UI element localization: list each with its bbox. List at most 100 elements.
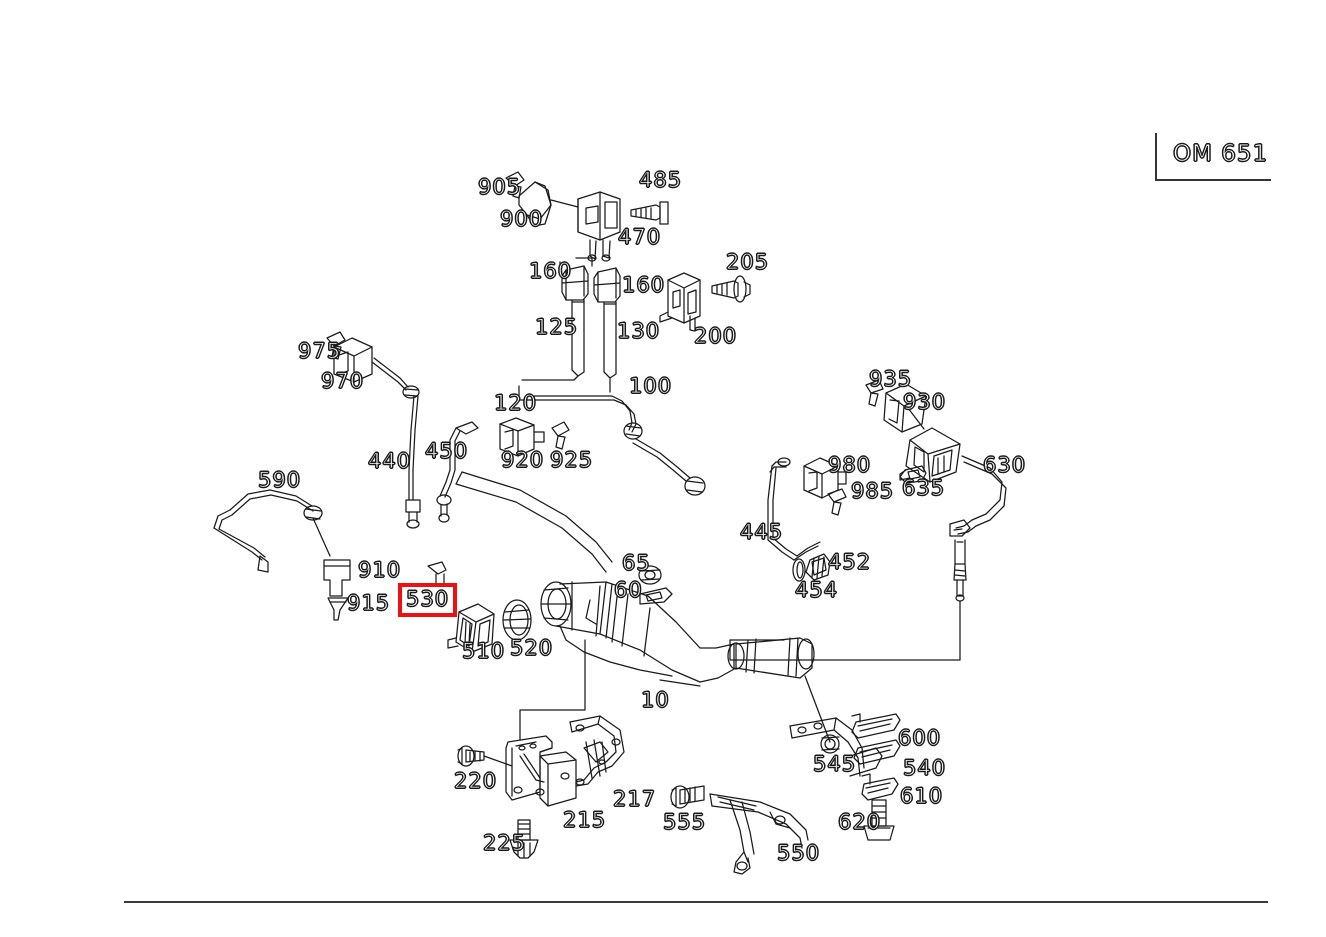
part-callout[interactable]: 520 (509, 636, 554, 660)
part-925-clip (551, 421, 570, 450)
part-callout[interactable]: 635 (901, 476, 946, 500)
part-555-bolt (670, 785, 705, 809)
part-510-clamp (447, 603, 495, 653)
part-callout[interactable]: 100 (628, 374, 673, 398)
part-452-gasket (805, 553, 831, 581)
part-callout[interactable]: 975 (297, 339, 342, 363)
part-callout[interactable]: 205 (725, 250, 770, 274)
leader-215 (519, 639, 586, 741)
engine-code-label: OM 651 (1172, 141, 1269, 168)
part-130-pipe (603, 301, 617, 379)
part-callout[interactable]: 450 (424, 439, 469, 463)
part-915-valve (327, 597, 349, 621)
part-callout[interactable]: 160 (528, 259, 573, 283)
leader-220 (483, 755, 513, 767)
part-620-bolt (863, 799, 895, 841)
part-callout[interactable]: 600 (897, 726, 942, 750)
part-635-nut (899, 465, 927, 484)
part-callout[interactable]: 220 (453, 769, 498, 793)
part-540-bar (853, 739, 901, 765)
part-470-injector (577, 191, 621, 262)
part-callout[interactable]: 905 (477, 175, 522, 199)
part-callout[interactable]: 590 (257, 468, 302, 492)
part-60-clip (639, 587, 673, 605)
part-215-bracket (505, 735, 577, 807)
part-440-cable (371, 357, 421, 529)
part-callout[interactable]: 545 (812, 752, 857, 776)
part-200-bracket (659, 272, 701, 332)
leader-930 (907, 407, 925, 430)
part-985-clip (827, 488, 847, 516)
part-callout[interactable]: 985 (850, 479, 895, 503)
part-220-bolt (457, 745, 513, 767)
part-callout[interactable]: 65 (622, 551, 651, 575)
part-975-clip (326, 331, 346, 360)
part-120-downpipe (455, 471, 613, 573)
leader-10 (659, 679, 701, 687)
part-callout[interactable]: 470 (617, 225, 662, 249)
part-callout[interactable]: 200 (693, 324, 738, 348)
part-910-valve (323, 559, 351, 597)
part-callout[interactable]: 555 (662, 810, 707, 834)
part-callout[interactable]: 980 (827, 453, 872, 477)
part-160-clamp-left (561, 265, 589, 301)
part-callout[interactable]: 10 (641, 688, 670, 712)
part-callout[interactable]: 925 (549, 448, 594, 472)
part-callout[interactable]: 130 (616, 319, 661, 343)
part-callout[interactable]: 920 (500, 448, 545, 472)
part-callout[interactable]: 510 (461, 639, 506, 663)
part-590-hose (213, 489, 323, 573)
part-callout-highlighted[interactable]: 530 (398, 583, 458, 617)
part-callout[interactable]: 915 (346, 591, 391, 615)
part-445-line (767, 457, 821, 561)
part-callout[interactable]: 930 (902, 390, 947, 414)
part-callout[interactable]: 620 (837, 810, 882, 834)
part-callout[interactable]: 970 (320, 369, 365, 393)
part-930-cap (883, 383, 927, 433)
part-callout[interactable]: 610 (899, 784, 944, 808)
part-callout[interactable]: 160 (621, 273, 666, 297)
part-935-clip (865, 379, 884, 407)
part-905-clip (505, 171, 525, 199)
part-callout[interactable]: 550 (776, 841, 821, 865)
part-550-hanger (709, 793, 809, 875)
part-callout[interactable]: 485 (638, 168, 683, 192)
part-630-sensor-cable (729, 455, 1007, 661)
part-callout[interactable]: 440 (367, 449, 412, 473)
part-450-bracket (436, 421, 479, 523)
part-callout[interactable]: 60 (614, 578, 643, 602)
part-10-dpf-body (540, 581, 815, 683)
part-callout[interactable]: 215 (562, 808, 607, 832)
part-callout[interactable]: 935 (868, 367, 913, 391)
part-217-bracket (569, 715, 625, 787)
part-100-line (518, 375, 706, 496)
part-65-grommet (638, 565, 662, 585)
leader-900 (550, 199, 579, 208)
part-callout[interactable]: 217 (612, 787, 657, 811)
part-454-ring (792, 558, 806, 582)
part-callout[interactable]: 900 (499, 207, 544, 231)
part-callout[interactable]: 225 (482, 831, 527, 855)
part-callout[interactable]: 630 (982, 453, 1027, 477)
part-callout[interactable]: 910 (357, 558, 402, 582)
part-980-cap (803, 457, 847, 499)
leader-160 (559, 257, 593, 269)
part-160-clamp-right (593, 267, 621, 303)
part-205-bolt (711, 275, 751, 303)
part-900-cap (518, 181, 552, 227)
part-225-rivet (509, 819, 539, 859)
part-callout[interactable]: 540 (902, 756, 947, 780)
part-callout[interactable]: 454 (794, 578, 839, 602)
footer-divider (124, 901, 1268, 903)
part-485-bolt (630, 201, 669, 225)
part-920-cap (499, 417, 545, 457)
part-600-bar (851, 713, 901, 739)
part-callout[interactable]: 445 (739, 520, 784, 544)
engine-code-box: OM 651 (1155, 133, 1271, 181)
leader-910 (312, 517, 331, 557)
part-callout[interactable]: 120 (493, 391, 538, 415)
part-callout[interactable]: 125 (534, 315, 579, 339)
part-610-bar (861, 773, 899, 801)
part-callout[interactable]: 452 (827, 550, 872, 574)
